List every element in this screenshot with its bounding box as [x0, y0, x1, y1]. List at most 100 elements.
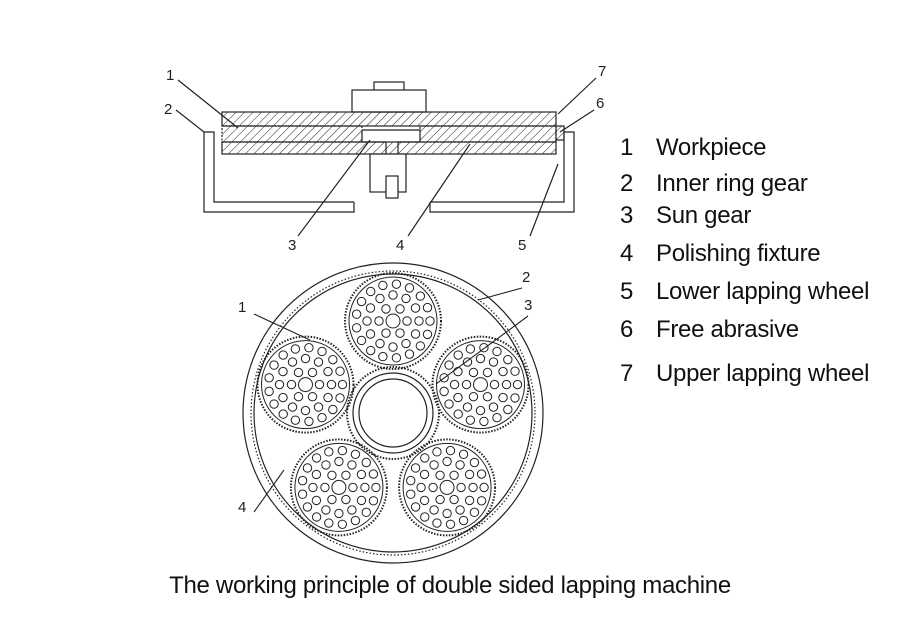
legend-label: Sun gear [656, 202, 752, 229]
workpiece-hole [439, 373, 449, 383]
leader-line-4 [407, 143, 471, 237]
workpiece-hole [365, 329, 376, 339]
workpiece-hole [360, 482, 370, 493]
workpiece-hole [351, 323, 362, 333]
workpiece-hole [356, 296, 367, 307]
workpiece-hole [327, 470, 337, 481]
workpiece-hole [395, 328, 405, 338]
workpiece-hole [435, 470, 445, 481]
workpiece-hole [479, 416, 489, 427]
fixture-body [435, 340, 525, 430]
fixture-body [348, 276, 438, 366]
section-callout-2: 2 [164, 101, 172, 118]
workpiece-hole [313, 402, 324, 412]
housing-right [429, 131, 575, 213]
workpiece-hole [464, 469, 475, 480]
workpiece-hole [274, 379, 285, 390]
workpiece-hole [378, 351, 388, 362]
workpiece-hole [356, 495, 367, 506]
workpiece-hole [378, 280, 388, 291]
polishing-fixtures [256, 272, 530, 537]
workpiece-hole [416, 482, 426, 493]
workpiece-hole [341, 494, 351, 505]
workpiece-hole [453, 366, 463, 377]
section-callout-5: 5 [518, 237, 526, 254]
workpiece-hole [361, 507, 371, 518]
workpiece-hole [374, 316, 384, 326]
legend-number: 7 [620, 360, 634, 387]
workpiece-hole [334, 508, 344, 519]
workpiece-hole [464, 495, 475, 506]
workpiece-hole [415, 341, 426, 351]
workpiece-hole [410, 502, 421, 512]
upper-lapping-wheel [221, 111, 557, 127]
workpiece-hole [341, 470, 351, 481]
plan-leader-line-2 [477, 287, 523, 301]
workpiece-hole [410, 329, 421, 339]
sun-gear-outer [346, 366, 440, 460]
workpiece-hole [510, 366, 520, 376]
workpiece-hole [465, 344, 476, 354]
workpiece-hole [331, 479, 347, 495]
figure-caption: The working principle of double sided la… [169, 572, 731, 599]
workpiece-hole [321, 460, 331, 470]
workpiece-hole [302, 502, 313, 512]
workpiece-hole [297, 475, 308, 486]
workpiece-hole [503, 354, 513, 365]
workpiece-hole [492, 346, 502, 357]
workpiece-hole [395, 304, 405, 314]
workpiece-hole [311, 512, 322, 522]
workpiece-hole [445, 519, 456, 529]
lower-lapping-wheel [221, 141, 557, 155]
workpiece-hole [287, 357, 298, 367]
workpiece-hole [328, 354, 338, 365]
workpiece-hole [368, 469, 379, 479]
workpiece-hole [304, 343, 314, 353]
workpiece-hole [429, 505, 439, 515]
workpiece-hole [323, 392, 333, 403]
workpiece-hole [442, 456, 452, 467]
workpiece-hole [269, 360, 279, 370]
workpiece-hole [317, 346, 327, 357]
workpiece-hole [458, 515, 469, 526]
workpiece-hole [307, 367, 318, 378]
workpiece-hole [488, 402, 499, 412]
workpiece-hole [298, 377, 314, 393]
workpiece-hole [287, 402, 298, 412]
workpiece-hole [498, 392, 508, 403]
workpiece-hole [337, 379, 348, 390]
workpiece-hole [350, 515, 361, 526]
workpiece-hole [498, 366, 508, 377]
workpiece-hole [462, 357, 473, 367]
workpiece-hole [401, 338, 411, 349]
workpiece-hole [371, 482, 381, 493]
workpiece-hole [456, 482, 466, 493]
workpiece-hole [469, 457, 480, 468]
workpiece-hole [365, 303, 376, 313]
workpiece-hole [323, 366, 333, 377]
workpiece-hole [420, 512, 430, 522]
legend-number: 4 [620, 240, 634, 267]
leader-line-6 [559, 109, 595, 133]
workpiece-hole [439, 479, 455, 495]
workpiece-hole [290, 415, 301, 425]
section-callout-6: 6 [596, 95, 604, 112]
workpiece-hole [366, 345, 376, 356]
workpiece-hole [482, 391, 493, 402]
upper-spindle-flange [351, 89, 427, 113]
plan-callout-2: 2 [522, 269, 530, 286]
workpiece-hole [406, 489, 416, 499]
workpiece-hole [264, 373, 274, 383]
workpiece-hole [324, 518, 334, 528]
workpiece-hole [356, 469, 367, 480]
workpiece-hole [476, 496, 487, 506]
workpiece-hole [385, 313, 401, 329]
workpiece-hole [311, 453, 322, 463]
workpiece-hole [293, 391, 304, 402]
workpiece-hole [381, 304, 391, 314]
workpiece-hole [337, 445, 348, 456]
fixture-body [294, 442, 384, 532]
workpiece-hole [317, 412, 327, 423]
